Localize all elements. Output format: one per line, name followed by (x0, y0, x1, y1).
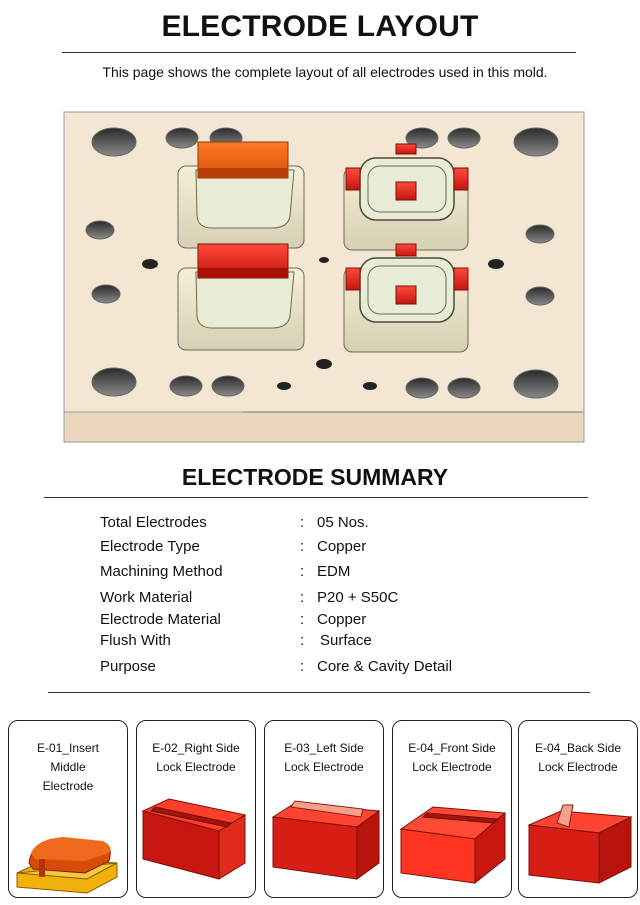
summary-key: Flush With (100, 632, 171, 649)
summary-key: Electrode Material (100, 611, 221, 628)
pocket-top-right (343, 143, 469, 251)
summary-value: Copper (317, 611, 367, 628)
summary-colon: : (300, 514, 305, 531)
page-title: ELECTRODE LAYOUT (161, 10, 479, 43)
electrode-card-e04-front: E-04_Front Side Lock Electrode (392, 720, 512, 898)
summary-row: Purpose : Core & Cavity Detail (100, 658, 540, 678)
pocket-bottom-right (343, 243, 469, 353)
summary-value: Copper (317, 538, 367, 555)
left-lock-electrode-image (271, 800, 381, 880)
summary-row: Electrode Material : Copper (100, 611, 540, 631)
summary-key: Total Electrodes (100, 514, 207, 531)
electrode-card-e04-back: E-04_Back Side Lock Electrode (518, 720, 638, 898)
summary-title: ELECTRODE SUMMARY (181, 464, 449, 490)
electrode-label: E-02_Right Side Lock Electrode (152, 741, 240, 774)
pocket-top-left (177, 141, 305, 249)
summary-value: EDM (317, 563, 351, 580)
summary-value: Core & Cavity Detail (317, 658, 453, 675)
electrode-card-e01: E-01_Insert Middle Electrode (8, 720, 128, 898)
summary-divider (44, 497, 588, 498)
summary-key: Machining Method (100, 563, 223, 580)
summary-key: Work Material (100, 589, 193, 606)
cards-divider (48, 692, 590, 693)
pocket-bottom-left (177, 243, 305, 351)
summary-row: Electrode Type : Copper (100, 538, 540, 558)
summary-colon: : (300, 632, 305, 649)
summary-row: Total Electrodes : 05 Nos. (100, 514, 540, 534)
summary-key: Purpose (100, 658, 156, 675)
electrode-card-e03: E-03_Left Side Lock Electrode (264, 720, 384, 898)
summary-row: Flush With : Surface (100, 632, 540, 652)
mold-plate-image (63, 111, 585, 443)
title-divider (62, 52, 576, 53)
electrode-label: E-01_Insert Middle Electrode (36, 741, 100, 793)
summary-colon: : (300, 658, 305, 675)
summary-colon: : (300, 589, 305, 606)
summary-colon: : (300, 611, 305, 628)
summary-key: Electrode Type (100, 538, 200, 555)
back-lock-electrode-image (527, 804, 633, 884)
electrode-label: E-04_Back Side Lock Electrode (534, 741, 622, 774)
insert-electrode-image (16, 837, 118, 894)
right-lock-electrode-image (141, 798, 247, 880)
summary-value: Surface (320, 632, 372, 649)
page-subtitle: This page shows the complete layout of a… (102, 64, 548, 80)
plate-side (63, 411, 585, 443)
summary-row: Machining Method : EDM (100, 563, 540, 583)
electrode-card-e02: E-02_Right Side Lock Electrode (136, 720, 256, 898)
front-lock-electrode-image (399, 806, 507, 885)
summary-row: Work Material : P20 + S50C (100, 589, 540, 609)
summary-colon: : (300, 538, 305, 555)
summary-value: P20 + S50C (317, 589, 399, 606)
electrode-label: E-03_Left Side Lock Electrode (284, 741, 364, 774)
electrode-label: E-04_Front Side Lock Electrode (408, 741, 496, 774)
summary-colon: : (300, 563, 305, 580)
summary-value: 05 Nos. (317, 514, 369, 531)
